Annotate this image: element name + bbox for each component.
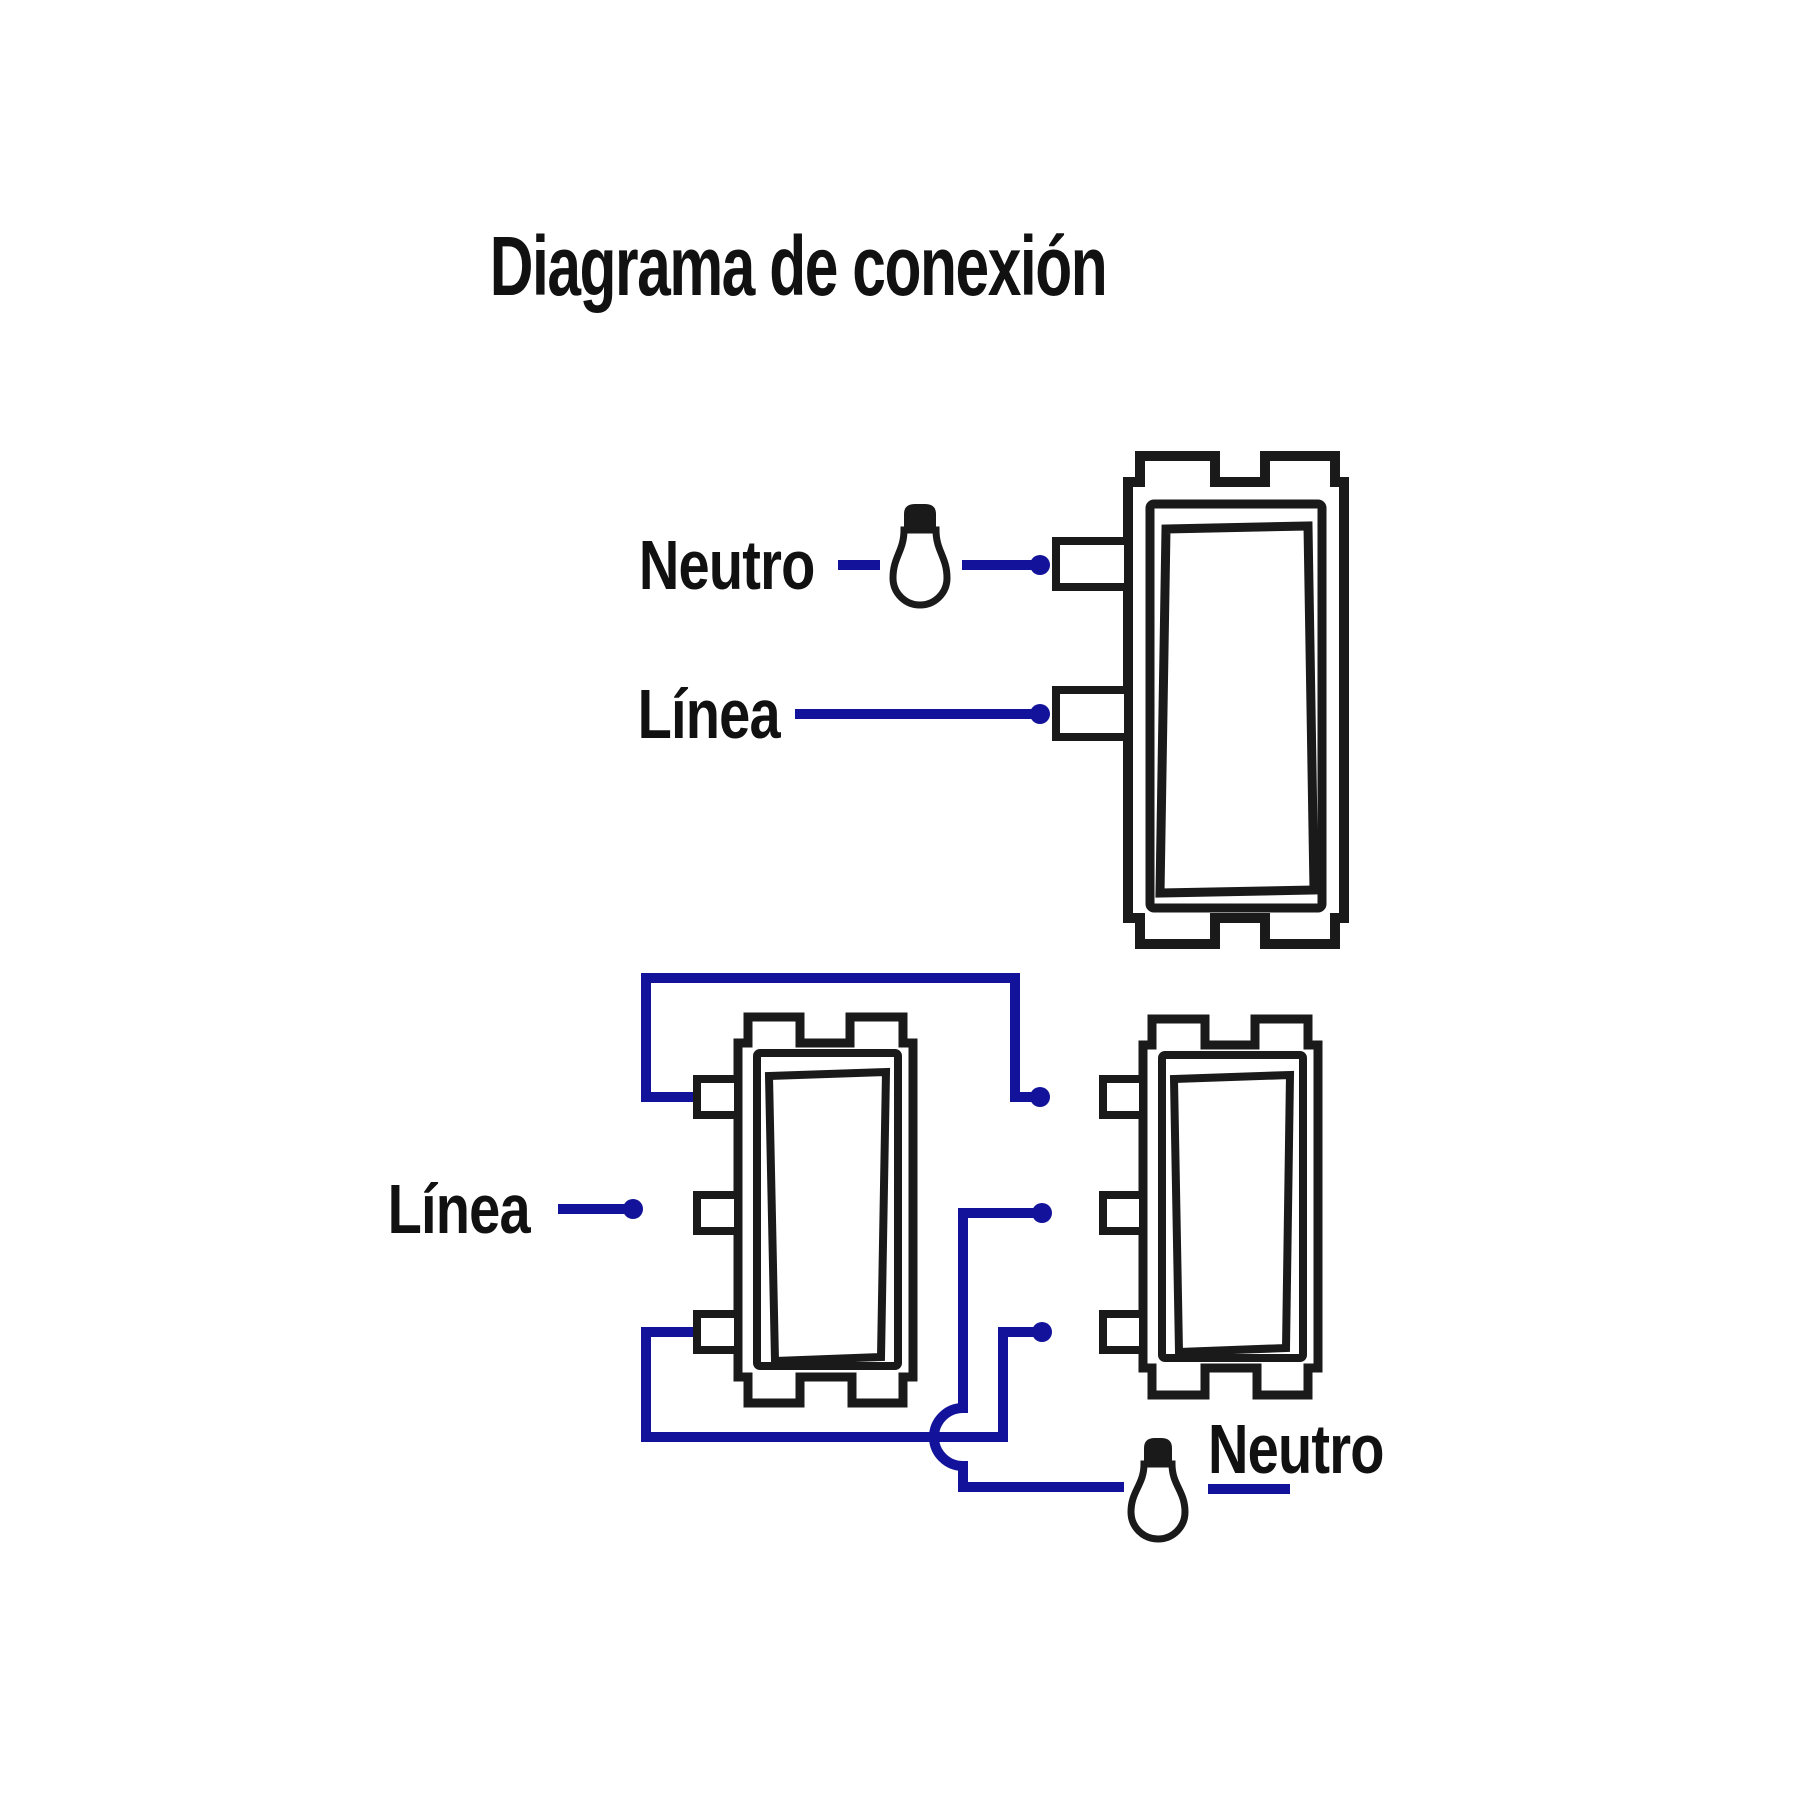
linea-feed-junction-dot	[623, 1199, 643, 1219]
traveler-wire-top	[641, 973, 1040, 1102]
switch-module-left-rocker	[764, 1067, 891, 1366]
neutro-junction-dot	[1030, 555, 1050, 575]
terminal-linea-top	[1052, 686, 1132, 741]
light-bulb-icon-top	[889, 504, 951, 609]
switch-module-right-rocker	[1169, 1070, 1295, 1357]
traveler-wire-bottom	[641, 1327, 1042, 1442]
bulb-globe	[889, 526, 951, 609]
lamp-wire-junction-dot	[1032, 1203, 1052, 1223]
top-circuit	[795, 451, 1349, 949]
label-linea-bottom: Línea	[387, 1170, 531, 1248]
bulb-globe	[1127, 1460, 1189, 1543]
traveler-bottom-junction-dot	[1032, 1322, 1052, 1342]
traveler-top-junction-dot	[1030, 1087, 1050, 1107]
label-neutro-bottom: Neutro	[1208, 1410, 1384, 1488]
lamp-wire-with-hop	[929, 1208, 1124, 1492]
bulb-cap	[1144, 1438, 1172, 1467]
terminal-right-top	[1099, 1075, 1147, 1119]
terminal-right-bottom	[1099, 1310, 1147, 1354]
terminal-left-middle	[693, 1191, 742, 1235]
switch-module-top-rocker	[1155, 521, 1319, 898]
light-bulb-icon-bottom	[1127, 1438, 1189, 1543]
terminal-neutro-top	[1052, 537, 1132, 591]
label-neutro-top: Neutro	[639, 526, 815, 604]
bottom-circuit	[558, 973, 1323, 1543]
terminal-right-middle	[1099, 1191, 1147, 1235]
bulb-cap	[904, 504, 936, 533]
linea-junction-dot	[1030, 704, 1050, 724]
label-linea-top: Línea	[637, 675, 781, 753]
page-title: Diagrama de conexión	[489, 219, 1108, 313]
terminal-left-top	[693, 1075, 742, 1119]
terminal-left-bottom	[693, 1310, 742, 1354]
